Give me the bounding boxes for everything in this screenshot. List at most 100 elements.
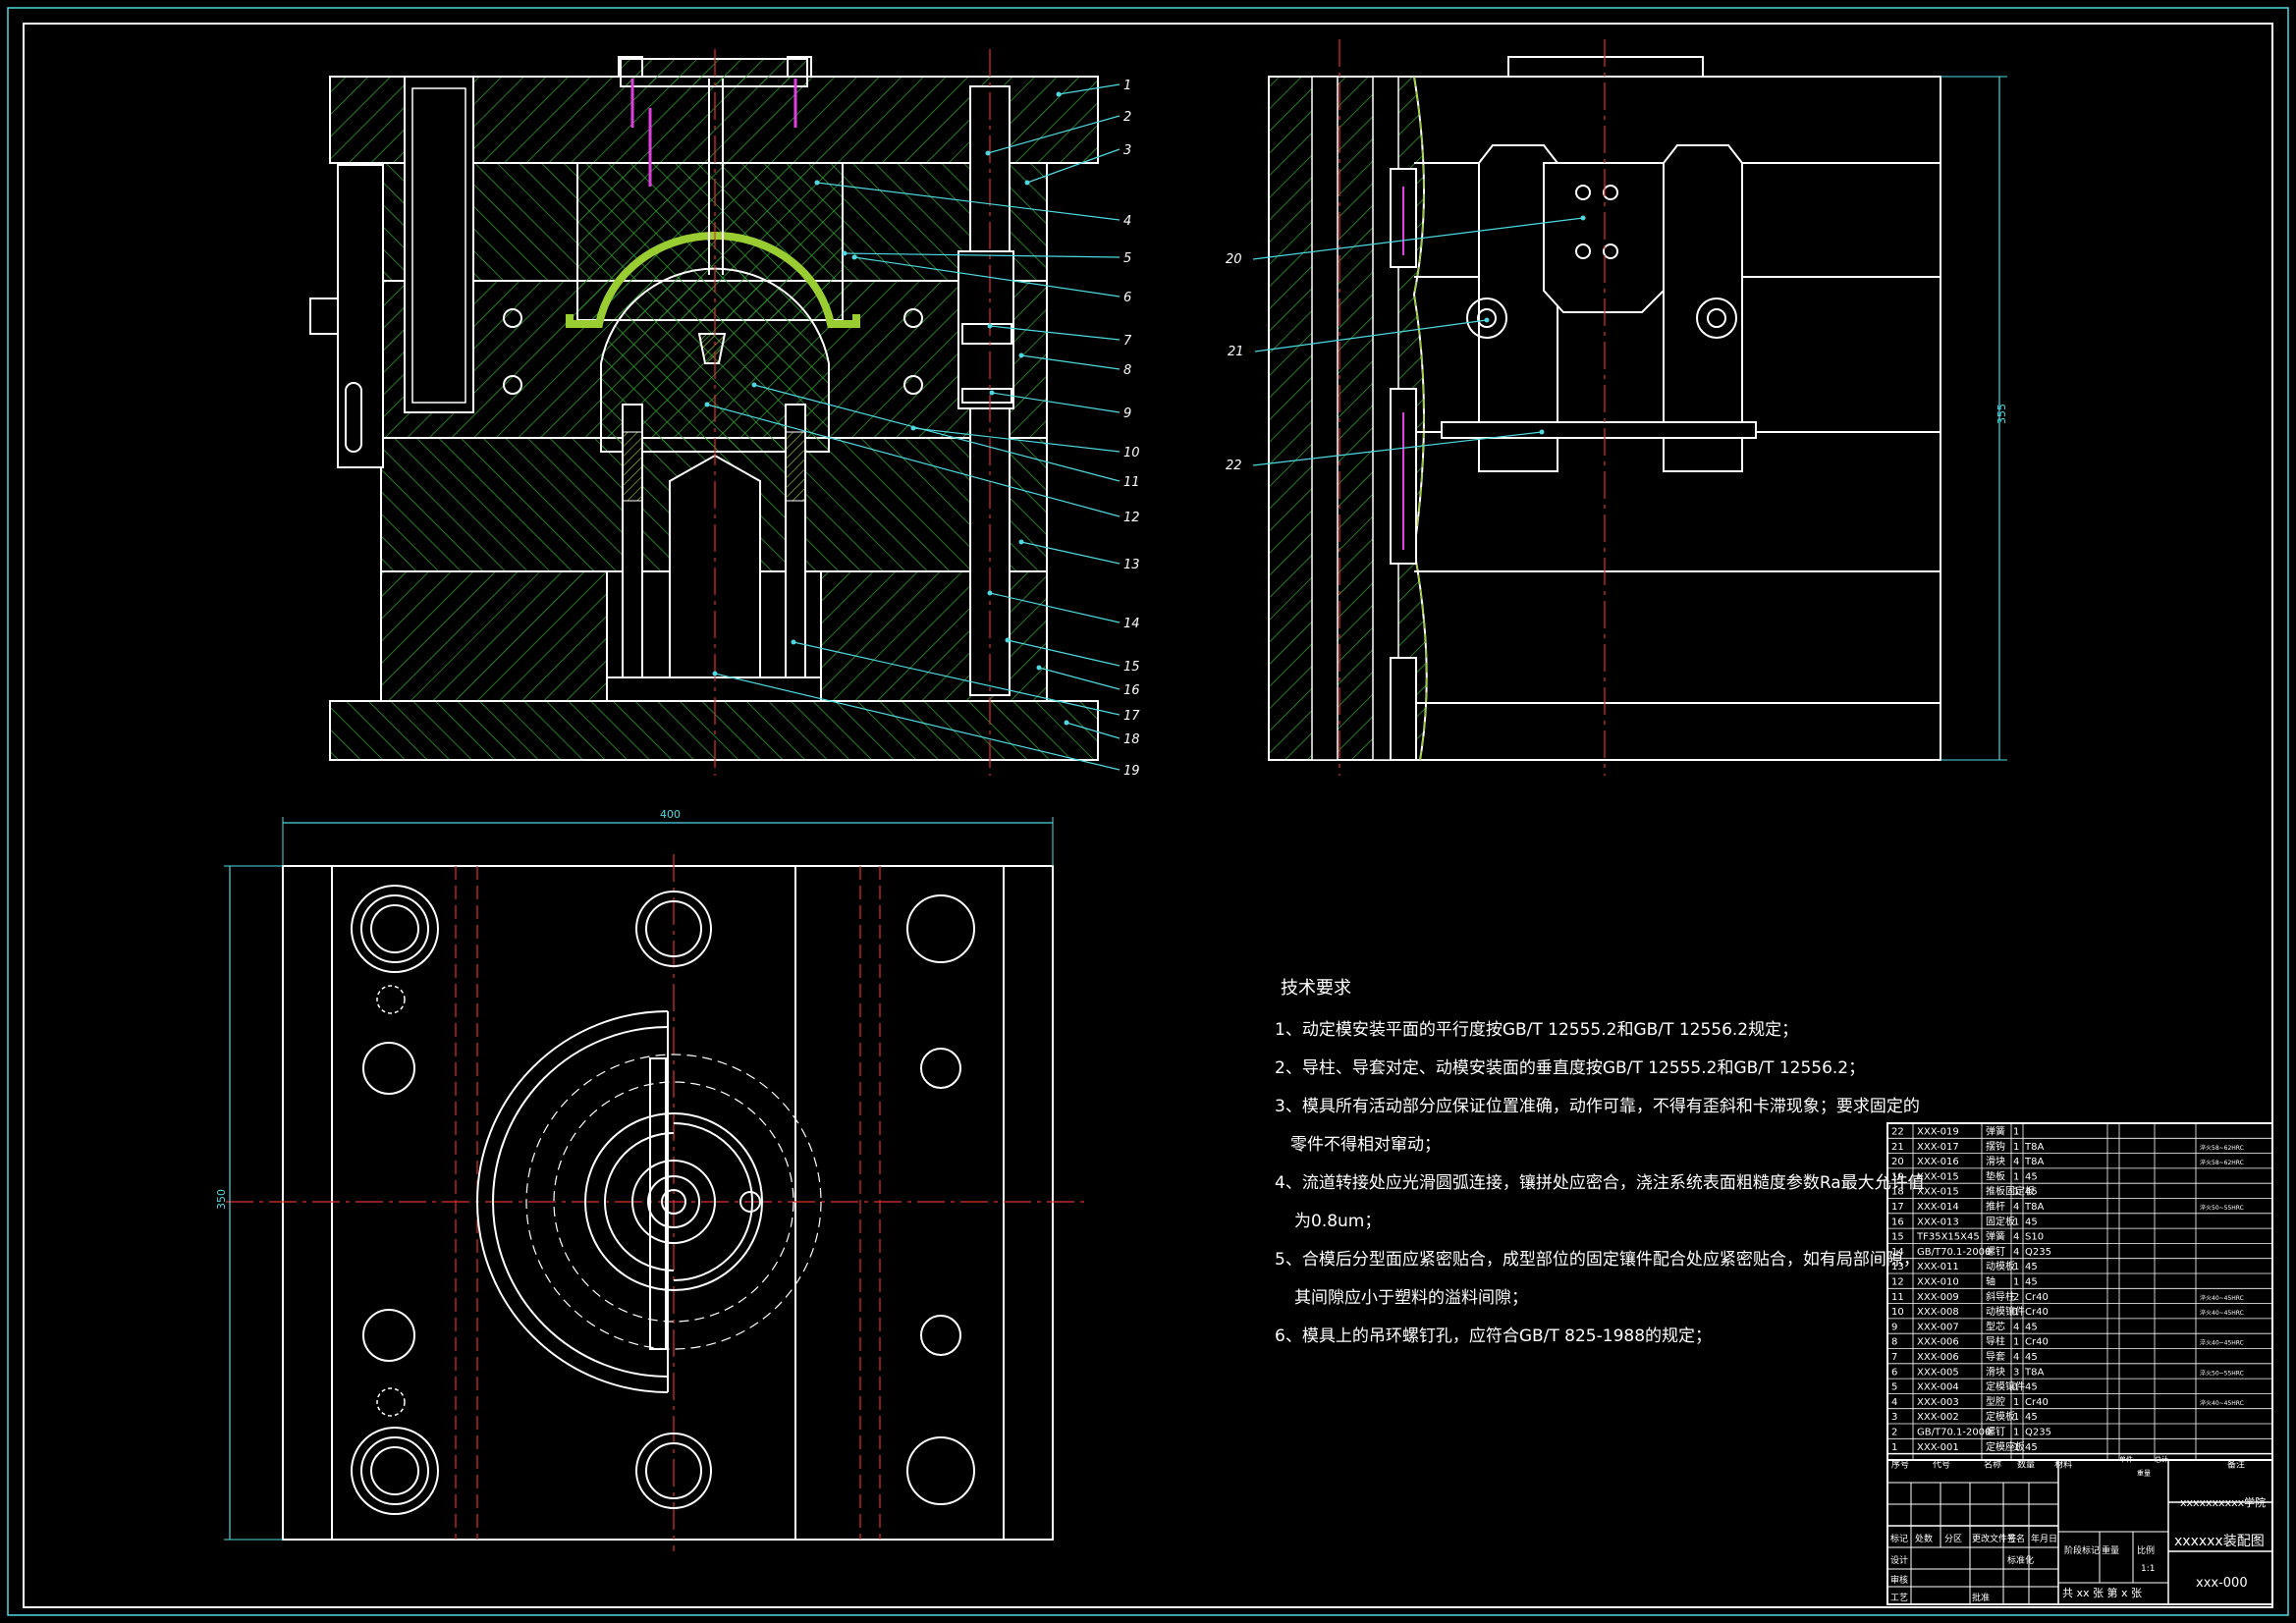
bom-header-cell: 数量 (2017, 1459, 2035, 1471)
front-leader-line (853, 256, 1121, 298)
front-part-number: 3 (1123, 143, 1131, 158)
side-part-number: 22 (1226, 459, 1242, 473)
tech-req-line: 2、导柱、导套对定、动模安装面的垂直度按GB/T 12555.2和GB/T 12… (1275, 1058, 1865, 1078)
bom-cell: 6 (1891, 1367, 1897, 1378)
front-leader-dot (985, 150, 991, 156)
bom-cell: 定模镶件 (1986, 1380, 2025, 1393)
bom-cell: 4 (1891, 1397, 1897, 1408)
front-part-number: 13 (1123, 558, 1140, 572)
tb-cell: 签名 (2007, 1533, 2025, 1544)
bom-cell: XXX-004 (1917, 1382, 1959, 1393)
bom-cell: 4 (2013, 1157, 2019, 1167)
side-view-height-dimension: 355 (1995, 404, 2008, 424)
school-name: xxxxxxxxxx学院 (2180, 1495, 2266, 1509)
front-part-number: 18 (1123, 732, 1140, 747)
bom-cell: T8A (2024, 1202, 2044, 1213)
front-leader-line (989, 325, 1121, 341)
side-leader-line (1254, 319, 1488, 352)
bom-cell: XXX-006 (1917, 1337, 1959, 1348)
bom-cell: 3 (1891, 1412, 1897, 1423)
bom-cell: T8A (2024, 1142, 2044, 1153)
front-section-view (309, 49, 1099, 776)
top-view-width-dimension: 400 (660, 808, 681, 821)
top-view-height-dimension: 350 (215, 1189, 228, 1210)
bom-cell: XXX-009 (1917, 1292, 1959, 1303)
bom-cell: 2 (2013, 1292, 2019, 1303)
bom-cell: 2 (1891, 1428, 1897, 1438)
front-leader-dot (1056, 91, 1062, 97)
side-leader-line (1252, 431, 1543, 466)
front-part-number: 7 (1123, 334, 1132, 349)
bom-cell: 10 (1891, 1307, 1904, 1318)
side-leader-dot (1580, 215, 1586, 221)
front-leader-line (706, 404, 1121, 517)
title-block: xxxxxxxxxx学院 xxxxxx装配图 xxx-000 共 xx 张 第 … (1886, 1459, 2273, 1605)
bom-cell: 5 (1891, 1382, 1897, 1393)
bom-header-cell: 备注 (2227, 1459, 2245, 1471)
side-leader-dot (1484, 317, 1490, 323)
front-leader-dot (989, 390, 995, 396)
tech-req-line: 5、合模后分型面应紧密贴合，成型部位的固定镶件配合处应紧密贴合，如有局部间隙， (1275, 1249, 1920, 1270)
scale-value: 1:1 (2141, 1564, 2155, 1574)
bom-cell: 20 (1891, 1157, 1904, 1167)
front-leader-line (1020, 354, 1121, 370)
bom-cell: 固定板 (1986, 1215, 2015, 1227)
bom-cell: 滑块 (1986, 1366, 2005, 1378)
bom-cell: 1 (2013, 1442, 2019, 1453)
bom-cell: XXX-017 (1917, 1142, 1959, 1153)
bom-cell: Cr40 (2025, 1337, 2049, 1348)
front-leader-dot (1018, 539, 1024, 545)
drawing-number: xxx-000 (2196, 1576, 2248, 1591)
bom-cell: 淬火40~45HRC (2200, 1399, 2244, 1407)
bom-cell: XXX-013 (1917, 1217, 1959, 1227)
bom-cell: 1 (2013, 1412, 2019, 1423)
tech-req-line: 6、模具上的吊环螺钉孔，应符合GB/T 825-1988的规定； (1275, 1326, 1712, 1346)
front-leader-line (1058, 83, 1121, 95)
bom-cell: Cr40 (2025, 1307, 2049, 1318)
front-part-number: 17 (1123, 709, 1140, 724)
tb-cell: 更改文件号 (1972, 1533, 2016, 1544)
bom-cell: 动模镶件 (1986, 1305, 2025, 1318)
front-part-number: 8 (1123, 363, 1131, 378)
sheet-inner-border (23, 23, 2273, 1608)
bom-cell: XXX-015 (1917, 1187, 1959, 1198)
bom-header-cell: 序号 (1891, 1459, 1909, 1471)
bom-header-cell: 代号 (1933, 1460, 1950, 1471)
bom-cell: 4 (2013, 1232, 2019, 1243)
tech-req-line: 为0.8um； (1294, 1212, 1381, 1231)
side-section-view (1268, 39, 2007, 776)
tb-cell: 标准化 (2007, 1554, 2034, 1566)
bom-cell: 45 (2025, 1171, 2038, 1182)
tb-cell: 审核 (1890, 1574, 1908, 1586)
bom-cell: 1 (2013, 1262, 2019, 1272)
bom-cell: 淬火58~62HRC (2200, 1144, 2244, 1152)
bom-cell: 导柱 (1986, 1335, 2005, 1348)
bom-cell: 45 (2025, 1352, 2038, 1363)
bom-cell: 7 (1891, 1352, 1897, 1363)
bom-cell: TF35X15X45 (1916, 1232, 1980, 1243)
bom-cell: 17 (1891, 1202, 1904, 1213)
bom-cell: 弹簧 (1986, 1230, 2005, 1243)
bom-cell: 11 (1891, 1292, 1904, 1303)
technical-requirements: 技术要求 1、动定模安装平面的平行度按GB/T 12555.2和GB/T 125… (1275, 978, 1925, 1346)
front-leader-line (844, 252, 1121, 258)
bom-cell: 推板固定板 (1986, 1185, 2035, 1198)
bom-cell: XXX-019 (1917, 1127, 1959, 1138)
tech-req-title: 技术要求 (1281, 978, 1351, 999)
front-leader-line (912, 427, 1121, 453)
bom-cell: 淬火40~45HRC (2200, 1339, 2244, 1347)
bom-cell: 淬火40~45HRC (2200, 1294, 2244, 1302)
bom-cell: XXX-005 (1917, 1367, 1959, 1378)
drawing-title: xxxxxx装配图 (2174, 1534, 2265, 1549)
bom-cell: Cr40 (2025, 1292, 2049, 1303)
bom-cell: 1 (2013, 1171, 2019, 1182)
bom-cell: 45 (2025, 1262, 2038, 1272)
bom-cell: 45 (2025, 1412, 2038, 1423)
bom-cell: XXX-007 (1917, 1322, 1959, 1332)
bom-cell: 1 (2013, 1187, 2019, 1198)
front-leader-line (1020, 541, 1121, 565)
front-leader-dot (814, 180, 820, 186)
tech-req-line: 1、动定模安装平面的平行度按GB/T 12555.2和GB/T 12556.2规… (1275, 1020, 1798, 1040)
bom-cell: 45 (2025, 1277, 2038, 1288)
